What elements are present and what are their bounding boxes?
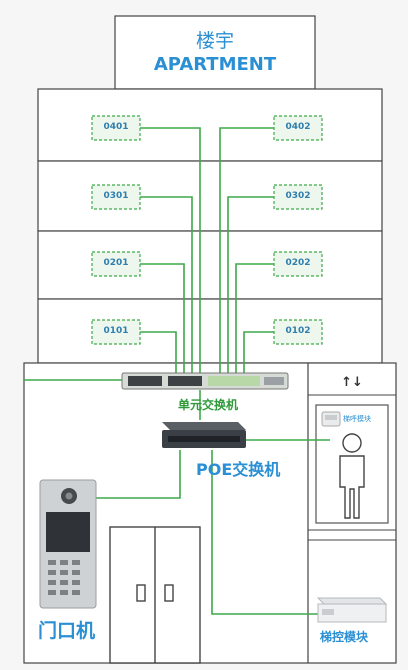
elevator-call-module [321, 411, 341, 427]
elevator-control-module-label: 梯控模块 [320, 630, 369, 644]
unit-label-0102: 0102 [285, 326, 311, 336]
floor-4 [37, 88, 383, 162]
floor-1 [37, 298, 383, 364]
unit-box-0401 [91, 115, 141, 141]
poe-switch [162, 422, 246, 448]
elevator-control-module [316, 597, 388, 623]
building-title-en: APARTMENT [153, 54, 277, 75]
unit-label-0402: 0402 [285, 122, 311, 132]
line-0101 [140, 331, 177, 375]
unit-box-0202 [273, 251, 323, 277]
line-0201 [140, 263, 185, 375]
floor-3 [37, 160, 383, 232]
unit-box-0102 [273, 319, 323, 345]
unit-box-0301 [91, 184, 141, 210]
unit-label-0301: 0301 [103, 191, 129, 201]
line-0402 [219, 127, 274, 375]
unit-label-0302: 0302 [285, 191, 311, 201]
unit-box-0302 [273, 184, 323, 210]
door-station-label: 门口机 [38, 620, 96, 642]
line-0301 [140, 196, 193, 375]
unit-label-0401: 0401 [103, 122, 129, 132]
line-0302 [227, 196, 274, 375]
line-poe-to-control [211, 450, 318, 615]
unit-label-0101: 0101 [103, 326, 129, 336]
building-title-cn: 楼宇 [195, 30, 234, 52]
entrance-doors [109, 526, 201, 664]
elevator-call-module-label: 梯呼模块 [343, 415, 371, 423]
elevator-direction-icon: ↑↓ [341, 375, 363, 390]
line-poe-to-door [96, 450, 181, 499]
poe-switch-label: POE交换机 [196, 460, 281, 479]
unit-boxes [91, 115, 323, 345]
line-0102 [243, 331, 274, 375]
person-head [342, 433, 362, 453]
door-station [39, 479, 97, 609]
floor-2 [37, 230, 383, 300]
unit-box-0402 [273, 115, 323, 141]
roof-block [114, 15, 316, 90]
line-0401 [140, 127, 201, 375]
person-body [339, 455, 365, 519]
unit-label-0202: 0202 [285, 258, 311, 268]
network-lines [24, 127, 330, 615]
unit-box-0201 [91, 251, 141, 277]
unit-label-0201: 0201 [103, 258, 129, 268]
unit-box-0101 [91, 319, 141, 345]
unit-switch [121, 372, 289, 390]
line-0202 [235, 263, 274, 375]
unit-switch-label: 单元交换机 [178, 398, 239, 412]
